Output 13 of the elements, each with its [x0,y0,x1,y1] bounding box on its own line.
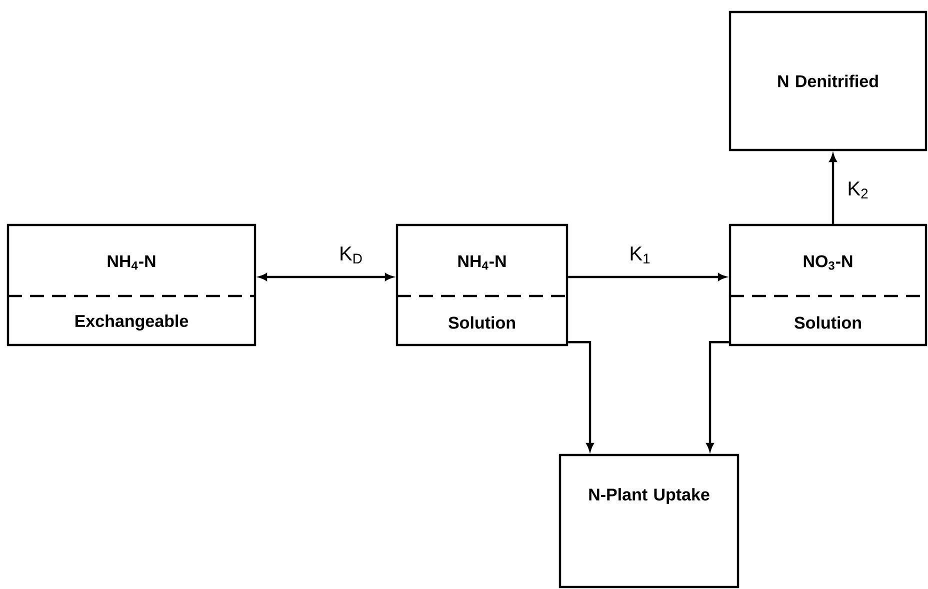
edge-label: K$_{2}$ [846,180,870,200]
compartment-box: NH$_{4}$-N Exchangeable [6,224,256,346]
compartment-box: NH$_{4}$-N Solution [396,224,568,346]
edge-label: K$_{D}$ [338,246,364,264]
compartment-box: N-Plant Uptake [558,454,740,588]
arrow [568,341,594,451]
compartment-box: NO$_{3}$-N Solution [728,224,928,346]
edge-label: K$_{1}$ [628,246,652,264]
arrow [568,273,726,281]
arrow [706,341,729,451]
compartment-box: N Denitrified [728,10,928,152]
arrow [829,154,837,224]
arrow [259,273,393,281]
